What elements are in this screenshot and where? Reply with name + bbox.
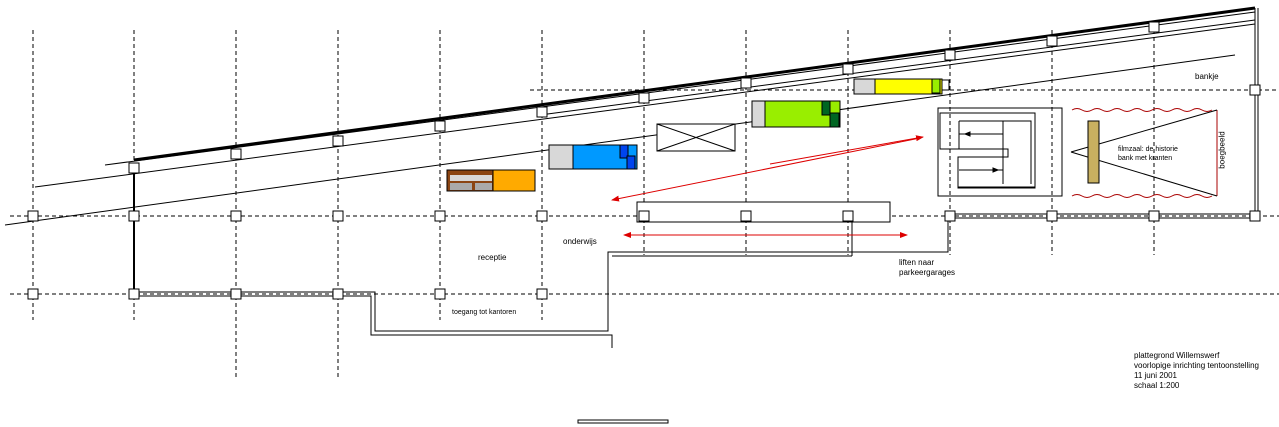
- label-liften: liften naar parkeergarages: [899, 258, 955, 278]
- long-bench: [636, 201, 891, 223]
- title-line1: plattegrond Willemswerf: [1134, 351, 1220, 360]
- exhibit-green: [751, 100, 841, 128]
- exhibit-blue: [548, 144, 638, 170]
- label-filmzaal: filmzaal: de historie bank met kranten: [1118, 145, 1178, 163]
- bench-khaki: [1087, 120, 1100, 184]
- film-room: [1070, 108, 1218, 198]
- columns: [27, 21, 1261, 300]
- title-line2: voorlopige inrichting tentoonstelling: [1134, 361, 1259, 370]
- title-scale: schaal 1:200: [1134, 381, 1180, 390]
- facade-lines: [4, 6, 1256, 226]
- label-toegang: toegang tot kantoren: [452, 309, 517, 316]
- label-bankje: bankje: [1195, 72, 1219, 81]
- exhibit-yellow: [853, 78, 943, 95]
- exhibit-orange: [446, 169, 536, 192]
- filmzaal-line2: bank met kranten: [1118, 155, 1173, 162]
- escalator-stairs: [937, 107, 1063, 197]
- exhibit-crossed-box: [656, 123, 736, 152]
- filmzaal-line1: filmzaal: de historie: [1118, 146, 1178, 153]
- grid-lines: [10, 30, 1279, 380]
- scale-bar: [577, 419, 669, 424]
- title-date: 11 juni 2001: [1134, 371, 1177, 380]
- liften-line2: parkeergarages: [899, 268, 956, 277]
- route-arrows: [611, 135, 924, 238]
- label-receptie: receptie: [478, 253, 507, 262]
- label-boegbeeld: boegbeeld: [1217, 131, 1227, 169]
- liften-line1: liften naar: [899, 258, 935, 267]
- title-block: plattegrond Willemswerf voorlopige inric…: [1134, 351, 1259, 391]
- label-onderwijs: onderwijs: [563, 237, 597, 246]
